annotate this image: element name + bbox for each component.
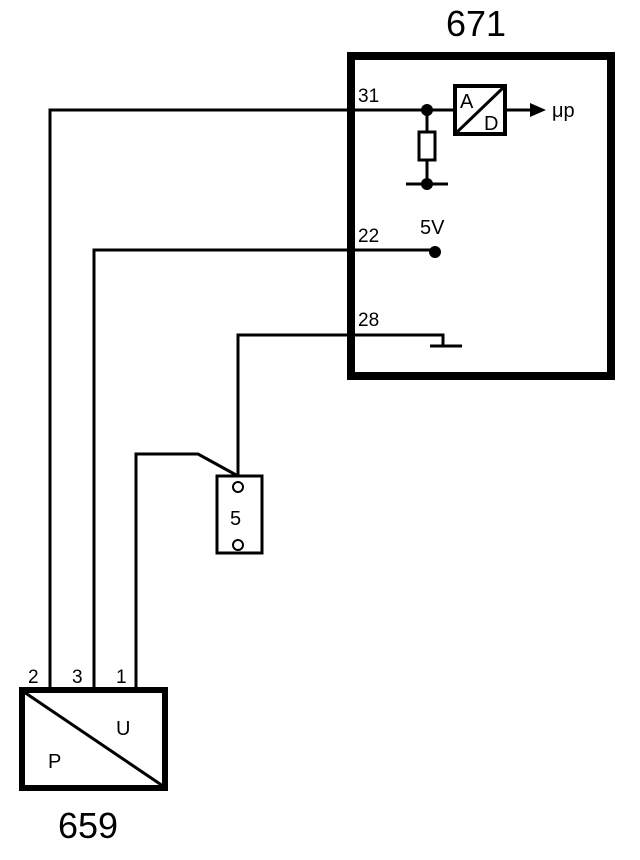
adc-output-arrow-icon	[530, 103, 546, 117]
sensor-wire-1	[134, 452, 239, 690]
ecu-pin-28-label: 28	[358, 310, 379, 331]
sensor-pin-1-label: 1	[116, 667, 127, 688]
supply-5v-dot	[429, 246, 441, 258]
adc-a-label: A	[460, 91, 474, 113]
sensor-pin-3-label: 3	[72, 667, 83, 688]
junction-dot-31	[421, 104, 433, 116]
microprocessor-label: μp	[552, 100, 575, 122]
connector-id-label: 5	[230, 508, 241, 530]
sensor-diagonal	[23, 690, 164, 788]
supply-wire-22	[92, 248, 435, 690]
adc-diagonal	[453, 84, 507, 136]
connector-bottom-terminal	[232, 539, 244, 551]
pulldown-resistor	[417, 130, 437, 162]
sensor-p-label: P	[48, 751, 61, 773]
ecu-pin-31-label: 31	[358, 86, 379, 107]
ground-wire-28	[236, 333, 445, 476]
connector-top-terminal	[232, 481, 244, 493]
sensor-id-label: 659	[58, 805, 118, 846]
signal-wire-31	[48, 108, 455, 690]
ecu-id-label: 671	[446, 3, 506, 44]
adc-d-label: D	[484, 113, 498, 135]
supply-5v-label: 5V	[420, 217, 445, 239]
resistor-ground-dot	[421, 178, 433, 190]
ecu-pin-22-label: 22	[358, 226, 379, 247]
sensor-pin-2-label: 2	[28, 667, 39, 688]
sensor-u-label: U	[116, 718, 130, 740]
